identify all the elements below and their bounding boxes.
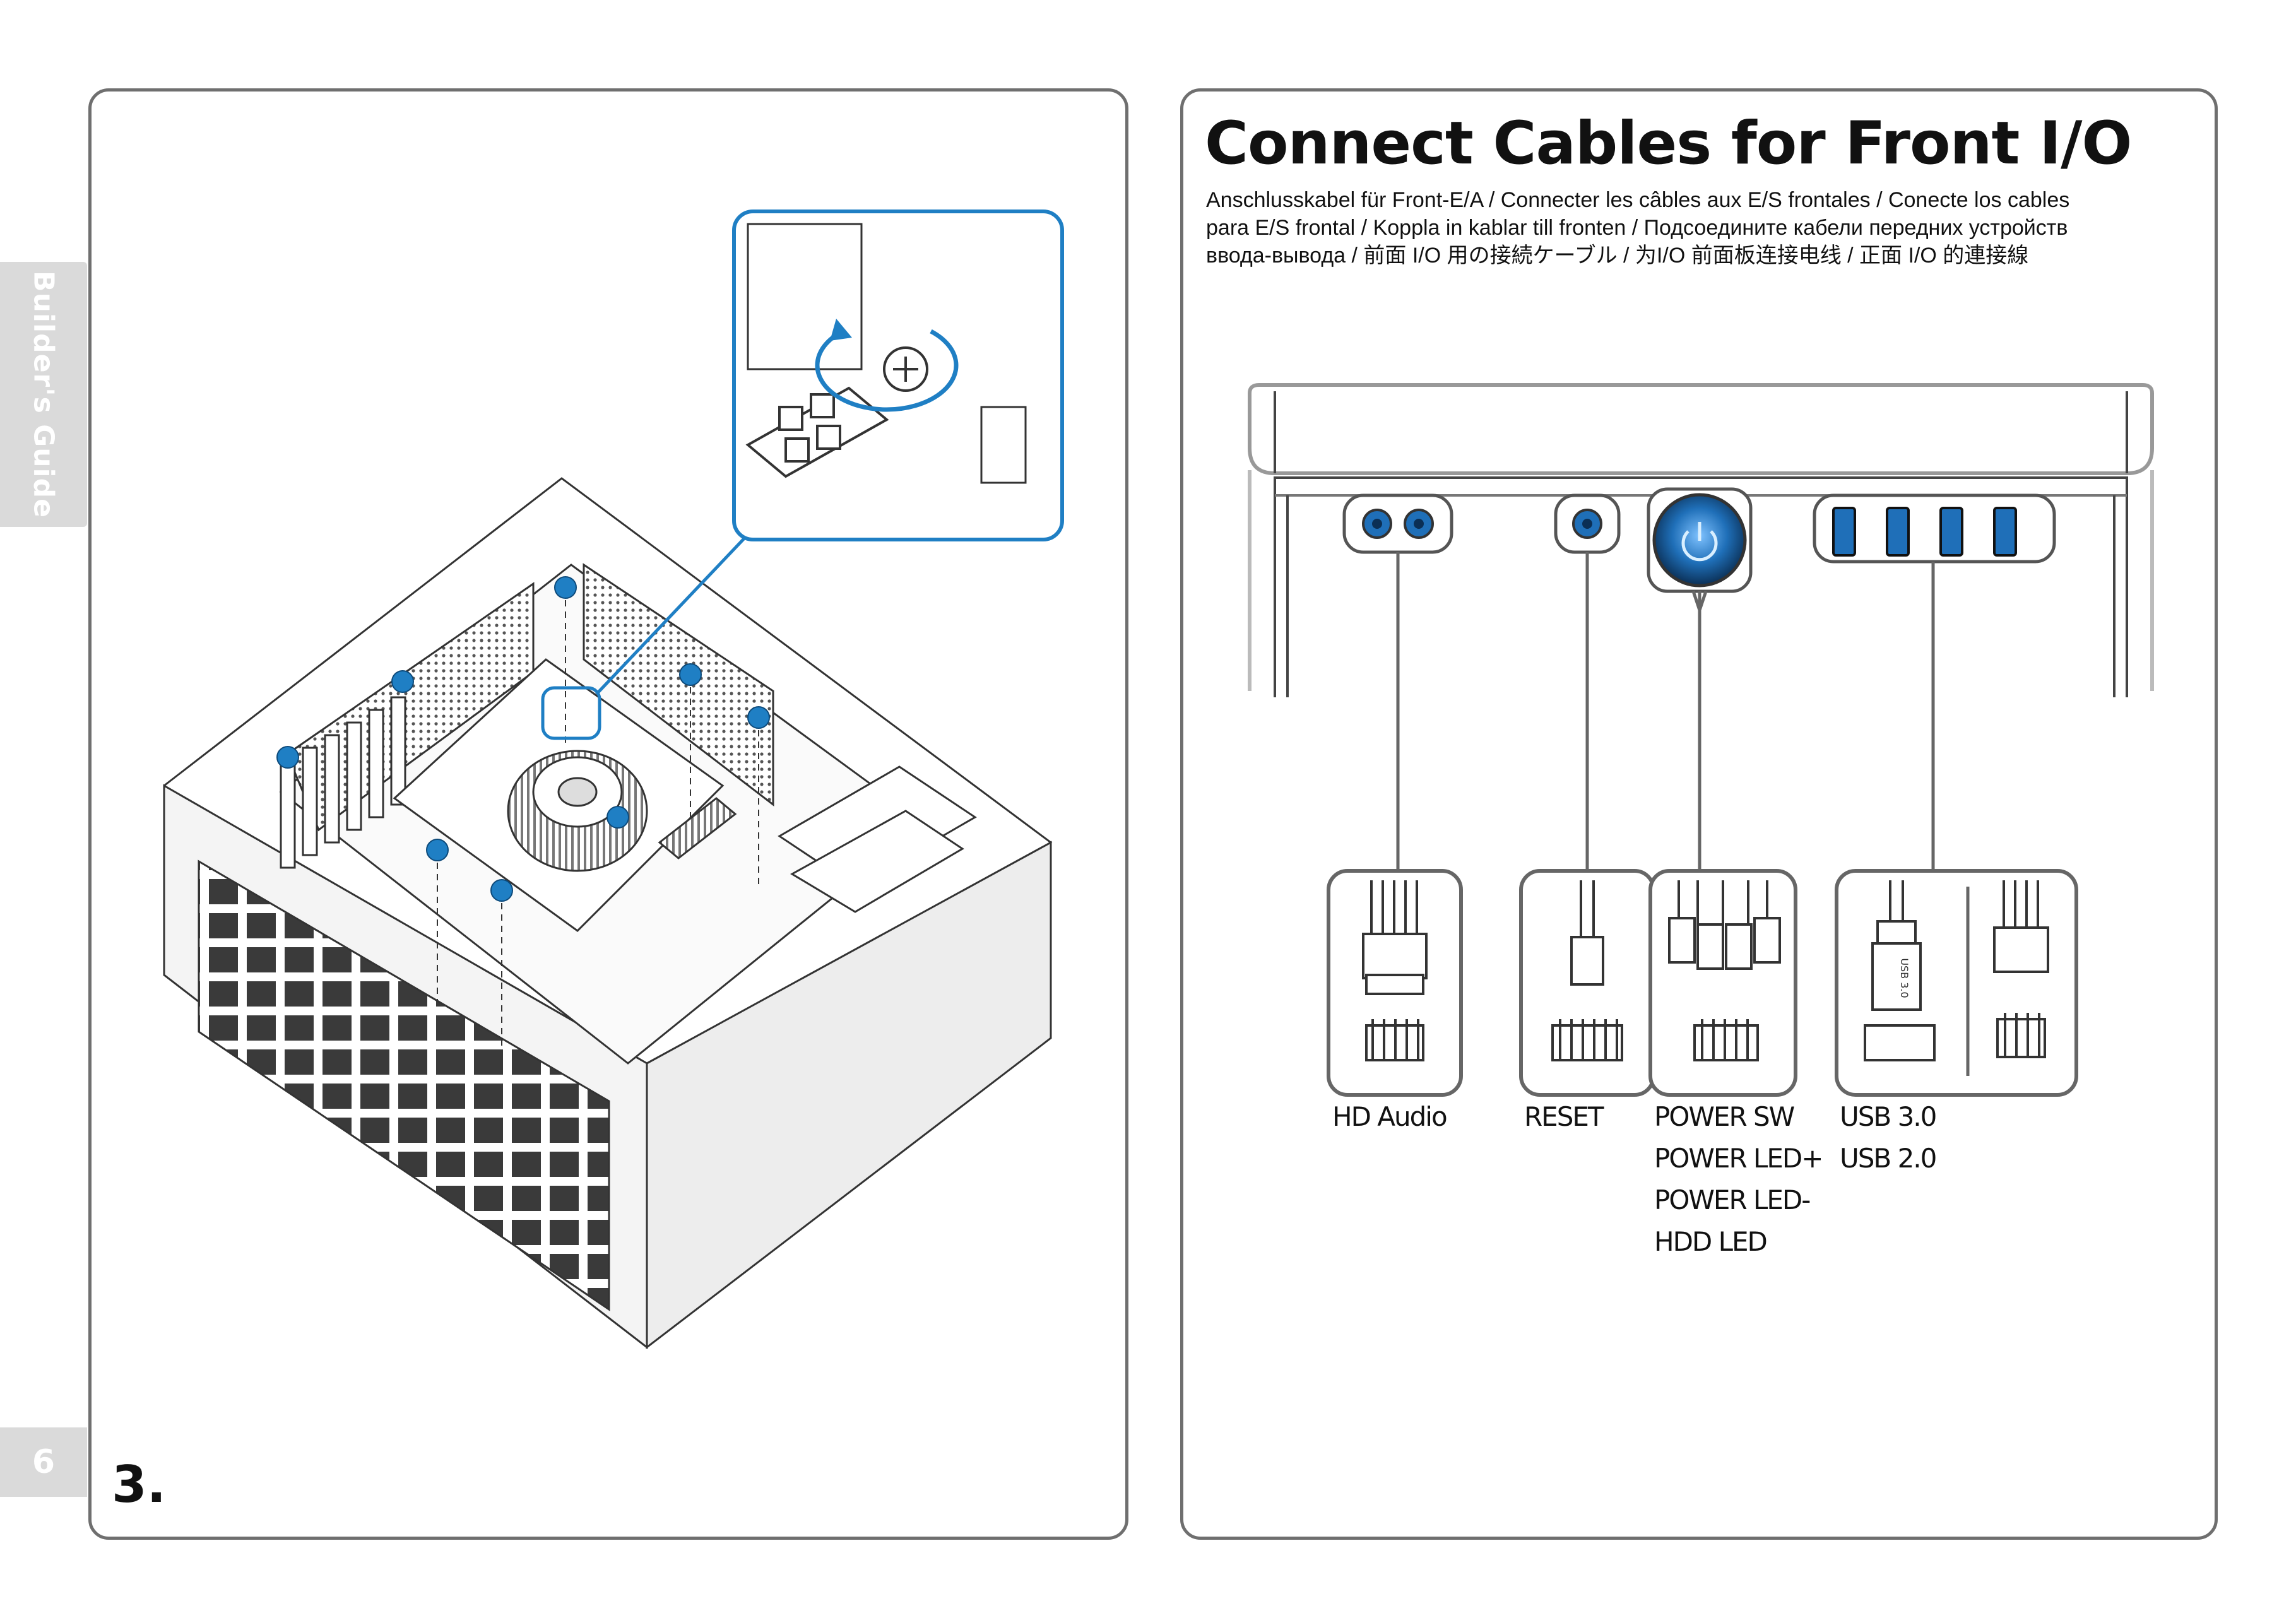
sidebar-label: Builder's Guide [27, 271, 60, 518]
case-assembly-illustration [163, 210, 1064, 1350]
side-mesh-panel [583, 563, 774, 807]
subtitle-line: Anschlusskabel für Front-E/A / Connecter… [1206, 188, 2070, 212]
usb-plug-text: USB 3.0 [1898, 958, 1910, 998]
page-title: Connect Cables for Front I/O [1205, 109, 2132, 178]
standoff-guides [437, 600, 759, 1051]
usb-ports [1813, 493, 2056, 564]
multilingual-subtitle: Anschlusskabel für Front-E/A / Connecter… [1206, 186, 2191, 269]
usb-connector: USB 3.0 [1835, 869, 2078, 1097]
hd-audio-connector [1327, 869, 1463, 1097]
callout-zoom [732, 210, 1064, 541]
expansion-slots [280, 696, 406, 869]
power-button [1647, 487, 1753, 593]
standoff-markers [276, 576, 770, 902]
connector-leaders [1396, 552, 1935, 883]
callout-target [541, 686, 601, 740]
connector-label-line: POWER LED+ [1654, 1143, 1823, 1174]
sidebar-tab: Builder's Guide [0, 262, 87, 527]
front-panel-connector [1648, 869, 1797, 1097]
ram-modules [658, 797, 737, 859]
step-illustration-panel: 3. [88, 88, 1128, 1540]
front-io-diagram: USB 3.0 [1248, 383, 2154, 1097]
reset-button [1554, 493, 1621, 554]
front-io-panel: Connect Cables for Front I/O Anschlusska… [1180, 88, 2218, 1540]
connector-label-line: POWER LED- [1654, 1184, 1811, 1215]
page-number: 6 [0, 1427, 87, 1497]
connector-label-audio: HD Audio [1332, 1096, 1448, 1138]
front-grille [198, 859, 610, 1311]
connector-label-line: POWER SW [1654, 1101, 1795, 1132]
audio-jacks [1342, 493, 1453, 554]
reset-connector [1519, 869, 1655, 1097]
connector-label-line: HD Audio [1332, 1101, 1448, 1132]
connector-label-usb: USB 3.0 USB 2.0 [1840, 1096, 1937, 1179]
subtitle-line: ввода-вывода / 前面 I/O 用の接続ケーブル / 为I/O 前面… [1206, 244, 2029, 268]
connector-label-line: USB 3.0 [1840, 1101, 1937, 1132]
connector-label-line: RESET [1524, 1101, 1604, 1132]
cpu-cooler [507, 750, 648, 872]
step-number: 3. [112, 1455, 167, 1514]
connector-label-line: USB 2.0 [1840, 1143, 1937, 1174]
front-panel-housing [1248, 383, 2154, 475]
subtitle-line: para E/S frontal / Koppla in kablar till… [1206, 216, 2068, 240]
callout-leader [595, 532, 750, 695]
drive-bay [778, 765, 977, 913]
connector-label-power: POWER SW POWER LED+ POWER LED- HDD LED [1654, 1096, 1823, 1263]
connector-label-reset: RESET [1524, 1096, 1604, 1138]
connector-label-line: HDD LED [1654, 1226, 1768, 1257]
